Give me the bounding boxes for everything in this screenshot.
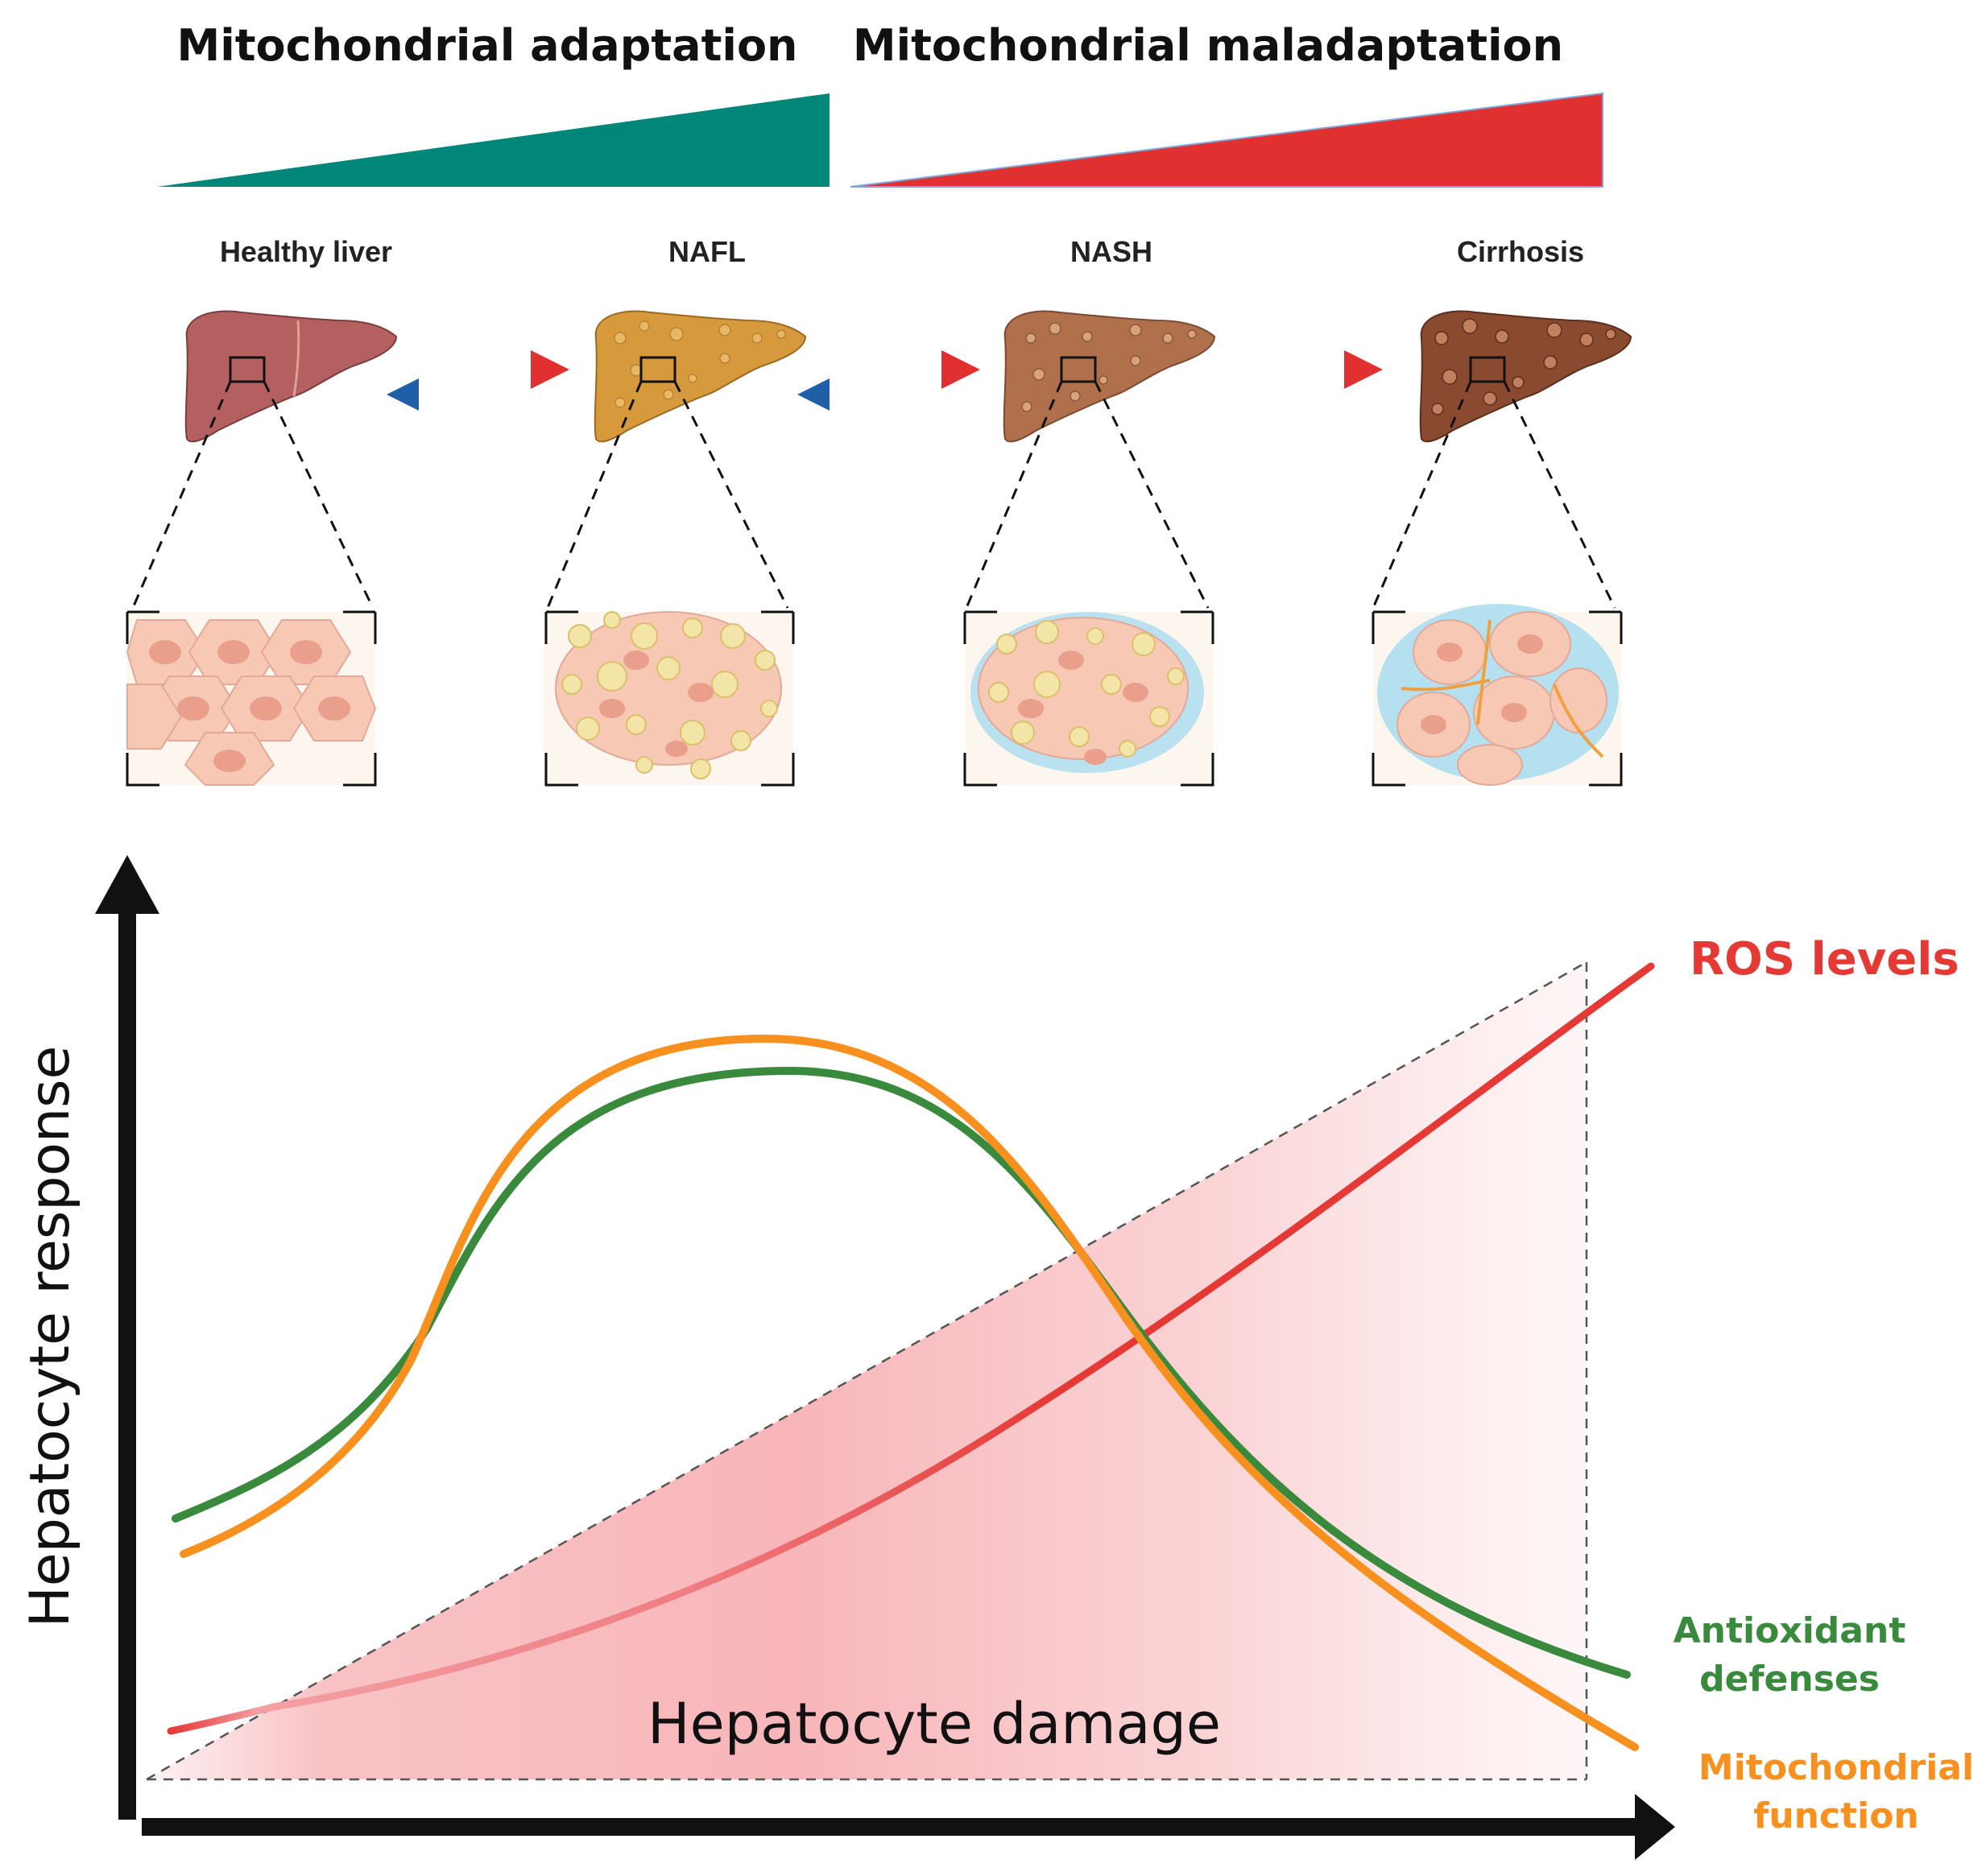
mitochondrial-function-curve xyxy=(180,1034,1639,1751)
stage-label-healthy: Healthy liver xyxy=(220,235,392,268)
maladaptation-title: Mitochondrial maladaptation xyxy=(853,20,1563,71)
liver-icon xyxy=(594,310,807,443)
stage-label-cirrhosis: Cirrhosis xyxy=(1457,235,1584,268)
zoom-box-icon xyxy=(229,356,266,383)
ros-levels-label: ROS levels xyxy=(1690,933,1959,986)
mitochondrial-label-line2: function xyxy=(1753,1795,1919,1837)
y-axis-label: Hepatocyte response xyxy=(19,1046,82,1628)
hepatocyte-tissue-icon xyxy=(963,610,1214,787)
y-axis xyxy=(95,855,159,1820)
antioxidant-defenses-curve xyxy=(172,1066,1631,1679)
adaptation-title: Mitochondrial adaptation xyxy=(176,20,797,71)
zoom-box-icon xyxy=(1469,356,1506,383)
damage-region-outline xyxy=(146,961,1588,1781)
maladaptation-wedge xyxy=(850,92,1603,188)
stage-label-nash: NASH xyxy=(1070,235,1152,268)
hepatocyte-tissue-icon xyxy=(1372,604,1623,787)
antioxidant-label-line2: defenses xyxy=(1699,1659,1880,1700)
liver-icon xyxy=(1419,310,1632,443)
x-axis-arrowhead xyxy=(1635,1794,1675,1860)
stage-label-nafl: NAFL xyxy=(668,235,746,268)
antioxidant-label-line1: Antioxidant xyxy=(1674,1610,1906,1651)
liver-icon xyxy=(1003,310,1216,443)
zoom-box-icon xyxy=(639,356,676,383)
hepatocyte-tissue-icon xyxy=(544,610,795,787)
hepatocyte-damage-label: Hepatocyte damage xyxy=(648,1691,1221,1757)
zoom-box-icon xyxy=(1060,356,1097,383)
hepatocyte-tissue-icon xyxy=(126,610,377,787)
y-axis-arrowhead xyxy=(95,855,159,914)
mitochondrial-label-line1: Mitochondrial xyxy=(1698,1747,1974,1788)
liver-icon xyxy=(184,310,398,443)
ros-levels-curve xyxy=(167,962,1655,1735)
x-axis xyxy=(142,1794,1675,1860)
zoom-lines xyxy=(131,381,1616,609)
adaptation-wedge xyxy=(157,93,830,187)
